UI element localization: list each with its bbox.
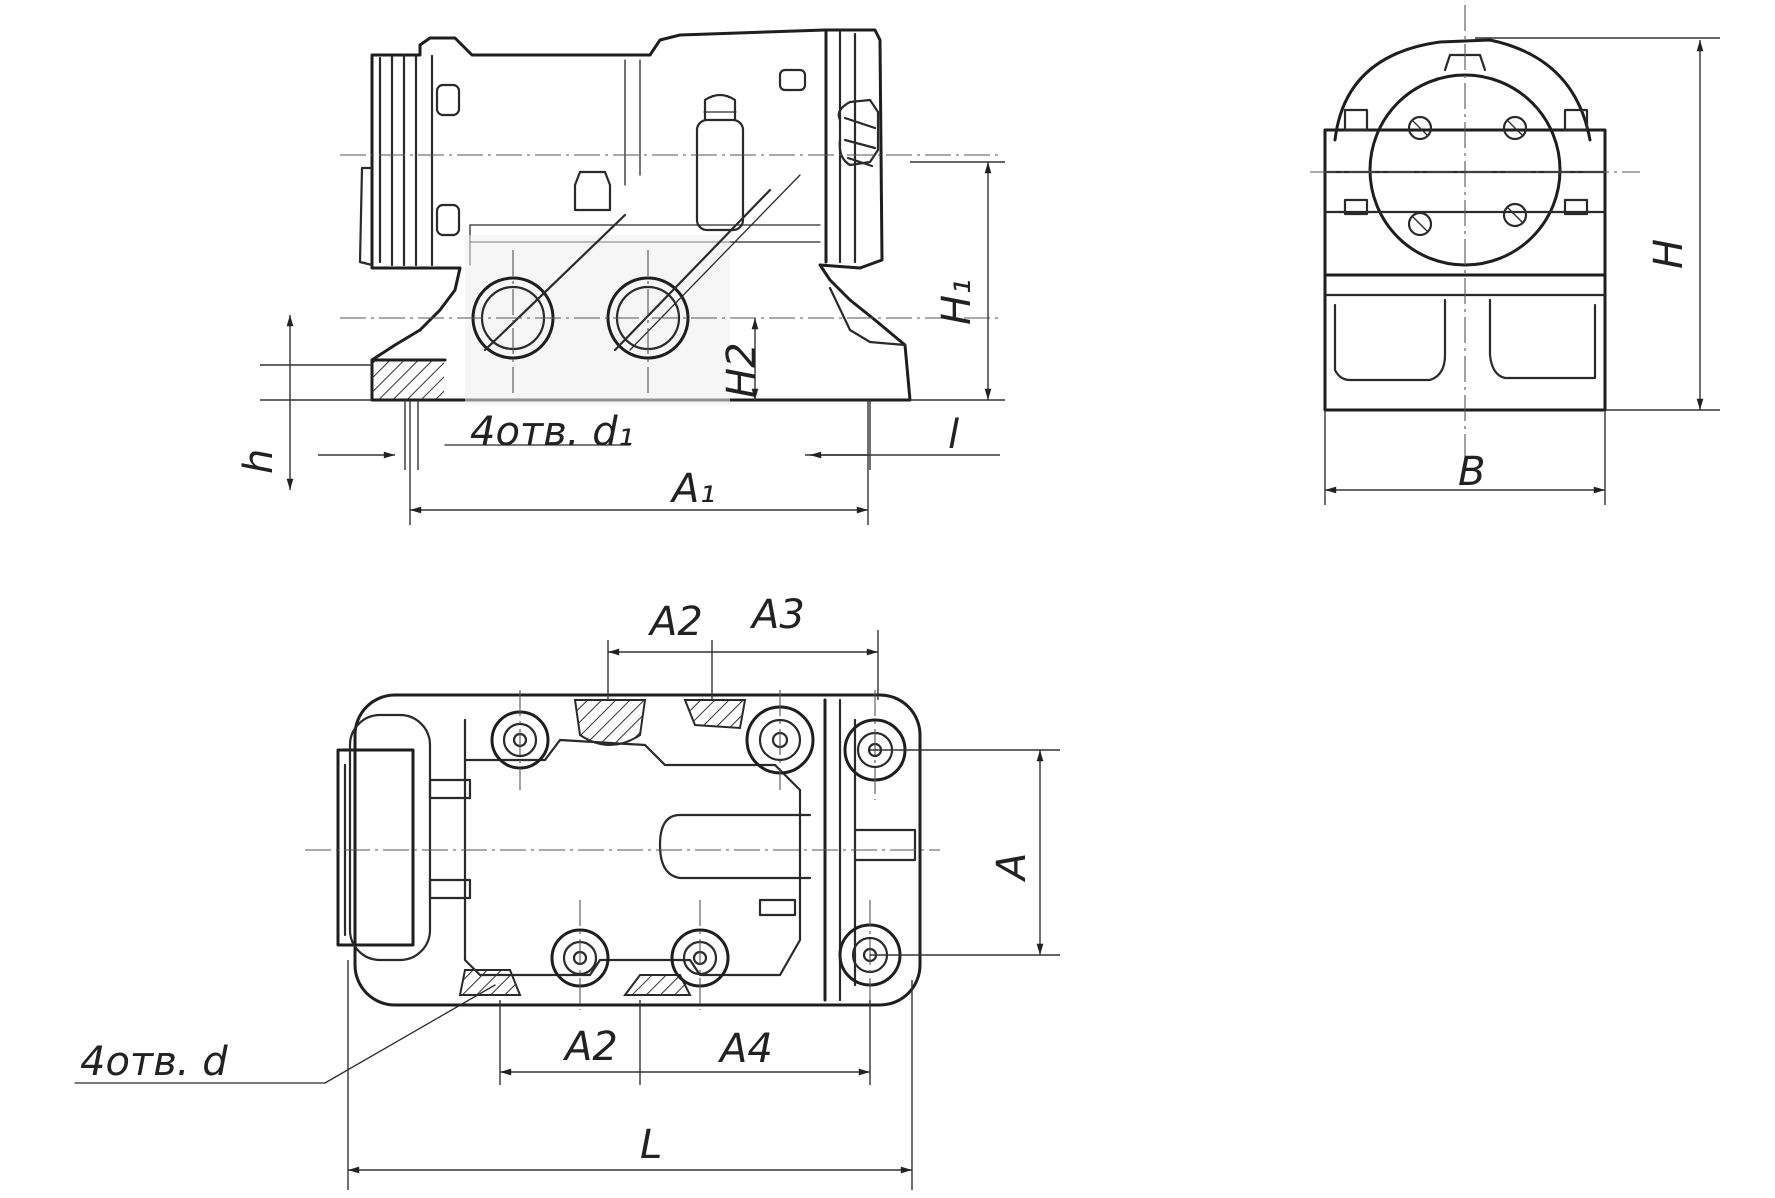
holes-d1-label: 4отв. d₁ <box>470 409 634 455</box>
dim-label-h2: H2 <box>719 342 765 398</box>
dim-label-L: L <box>640 1122 662 1168</box>
front-base-feet <box>370 286 907 402</box>
dim-label-a2-bottom: A2 <box>562 1024 618 1070</box>
front-section-window <box>465 235 730 405</box>
side-bearing-cap <box>1333 38 1592 142</box>
front-right-flange <box>824 28 880 264</box>
plan-left-cap <box>336 713 432 962</box>
side-bolt-circles <box>1407 115 1528 237</box>
dim-label-H: H <box>1646 239 1692 269</box>
front-left-cap <box>358 54 434 267</box>
plan-view <box>305 690 940 1010</box>
front-slot-lower-left <box>435 203 461 237</box>
side-dimensions: H B <box>1324 37 1720 505</box>
plan-slot <box>658 813 812 880</box>
dim-label-B: B <box>1458 449 1485 495</box>
front-oil-gauge <box>695 93 745 232</box>
dim-label-h1: H₁ <box>934 279 980 325</box>
plan-hatched-sections <box>458 699 747 996</box>
front-dimensions: h H₁ H2 4отв. d₁ l A₁ <box>236 161 1005 525</box>
dim-label-a3: A3 <box>749 592 805 638</box>
side-studs <box>1343 108 1589 216</box>
front-housing-outline <box>370 28 912 402</box>
dim-label-a2-top: A2 <box>647 599 703 645</box>
front-slot-right <box>778 68 807 92</box>
dim-label-a4: A4 <box>717 1026 773 1072</box>
plan-dimensions: A2 A3 A A2 A4 4отв. d L <box>74 592 1060 1190</box>
dim-label-A: A <box>989 853 1035 883</box>
front-view <box>340 28 1000 405</box>
dim-label-a1: A₁ <box>669 466 715 512</box>
plan-inner-body <box>463 718 802 977</box>
dim-label-l: l <box>948 412 959 458</box>
front-slot-upper-left <box>435 83 461 117</box>
dim-label-h: h <box>236 449 282 474</box>
holes-d-label: 4отв. d <box>80 1039 228 1085</box>
side-view <box>1310 5 1640 470</box>
